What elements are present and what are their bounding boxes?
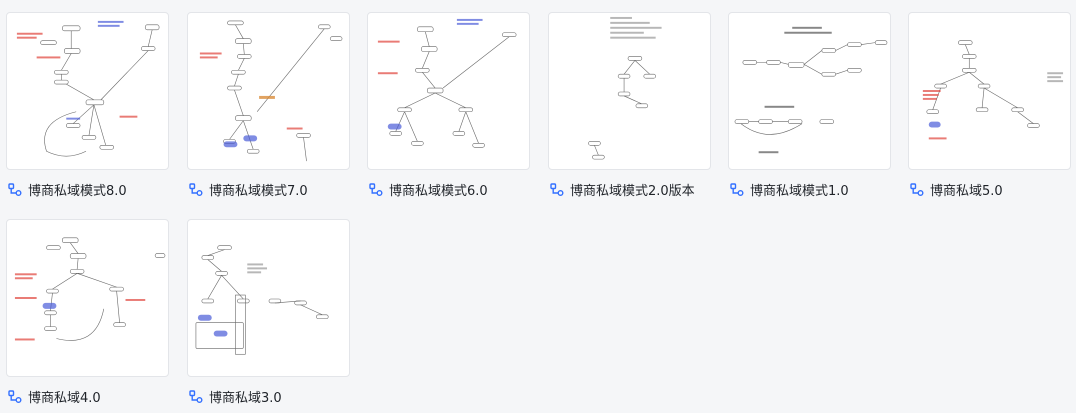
file-thumbnail[interactable] [187,12,350,170]
file-card[interactable]: 博商私域4.0 [6,219,169,406]
flowchart-preview [14,237,166,341]
file-thumbnail[interactable] [187,219,350,377]
mindmap-icon [8,389,22,403]
file-thumbnail[interactable] [548,12,711,170]
file-card[interactable]: 博商私域模式7.0 [187,12,350,199]
file-name[interactable]: 博商私域模式8.0 [28,184,127,199]
mindmap-icon [8,182,22,196]
mindmap-icon [189,182,203,196]
flowchart-preview [588,16,662,160]
file-name[interactable]: 博商私域模式2.0版本 [570,184,695,199]
file-thumbnail[interactable] [728,12,891,170]
flowchart-preview [734,26,888,154]
file-thumbnail[interactable] [6,12,169,170]
mindmap-icon [910,182,924,196]
file-name[interactable]: 博商私域3.0 [209,391,282,406]
file-name[interactable]: 博商私域5.0 [930,184,1003,199]
file-card[interactable]: 博商私域模式2.0版本 [548,12,711,199]
file-thumbnail[interactable] [908,12,1071,170]
mindmap-icon [369,182,383,196]
file-card[interactable]: 博商私域模式8.0 [6,12,169,199]
flowchart-preview [195,245,329,355]
file-card[interactable]: 博商私域3.0 [187,219,350,406]
file-card[interactable]: 博商私域模式6.0 [367,12,530,199]
file-thumbnail[interactable] [367,12,530,170]
file-thumbnail[interactable] [6,219,169,377]
file-name[interactable]: 博商私域模式7.0 [209,184,308,199]
flowchart-preview [922,40,1064,140]
file-card[interactable]: 博商私域模式1.0 [728,12,891,199]
mindmap-icon [730,182,744,196]
file-name[interactable]: 博商私域模式6.0 [389,184,488,199]
flowchart-preview [199,20,343,162]
flowchart-preview [16,20,160,157]
flowchart-preview [377,18,517,148]
mindmap-icon [189,389,203,403]
mindmap-icon [550,182,564,196]
file-name[interactable]: 博商私域模式1.0 [750,184,849,199]
file-card[interactable]: 博商私域5.0 [908,12,1071,199]
file-name[interactable]: 博商私域4.0 [28,391,101,406]
